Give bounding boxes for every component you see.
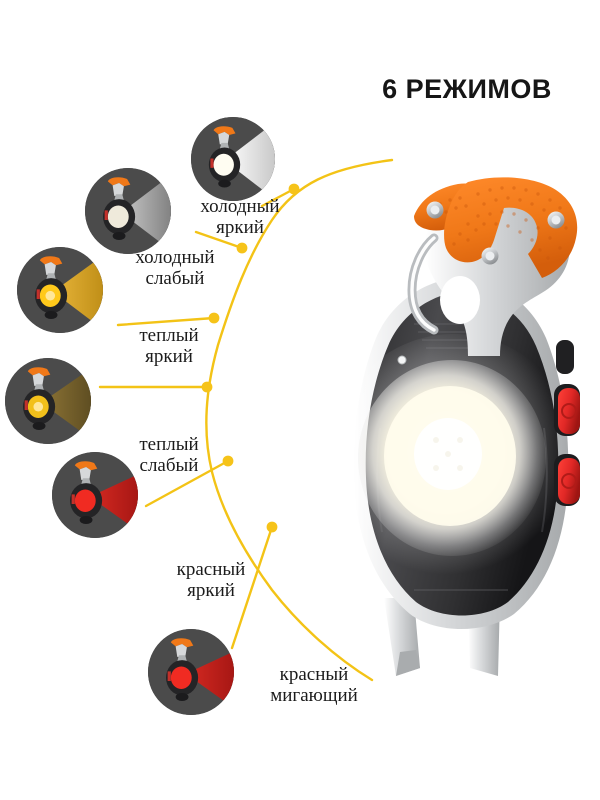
carabiner-hole	[440, 276, 480, 324]
side-button-mode[interactable]	[554, 454, 580, 506]
torch-glyph	[166, 638, 199, 701]
branch-path-3	[116, 316, 216, 327]
thumbnail-red-flash	[148, 629, 234, 715]
torch-glyph	[208, 125, 241, 188]
side-button-power[interactable]	[554, 384, 580, 436]
product-image	[318, 128, 600, 728]
label-red-flash: красный мигающий	[270, 664, 358, 707]
rivet-center	[481, 247, 499, 265]
torch-glyph	[70, 461, 103, 524]
rivet-left	[426, 201, 444, 219]
label-warm-dim: теплый слабый	[139, 434, 199, 477]
label-red-bright: красный яркий	[176, 559, 246, 602]
label-cool-dim: холодный слабый	[135, 247, 215, 290]
thumbnail-warm-dim	[5, 358, 91, 444]
node-red-flash	[266, 521, 278, 533]
thumbnail-cool-dim	[85, 168, 171, 254]
frame-screw	[397, 355, 407, 365]
side-port	[556, 340, 574, 374]
label-warm-bright: теплый яркий	[139, 325, 199, 368]
torch-glyph	[35, 256, 68, 319]
thumbnail-warm-bright	[17, 247, 103, 333]
thumbnail-red-bright	[52, 452, 138, 538]
node-cool-bright	[288, 183, 300, 195]
thumbnail-cool-bright	[191, 117, 275, 201]
cob-led-panel	[330, 334, 578, 582]
carabiner-grip-main	[444, 177, 578, 278]
label-cool-bright: холодный яркий	[200, 196, 280, 239]
torch-glyph	[103, 177, 136, 240]
rivet-right	[547, 211, 565, 229]
node-warm-bright	[208, 312, 220, 324]
gate-highlight	[410, 236, 436, 332]
torch-glyph	[23, 367, 56, 430]
flashlight-illustration	[330, 177, 580, 676]
node-warm-dim	[201, 381, 213, 393]
page-title: 6 РЕЖИМОВ	[382, 74, 552, 104]
